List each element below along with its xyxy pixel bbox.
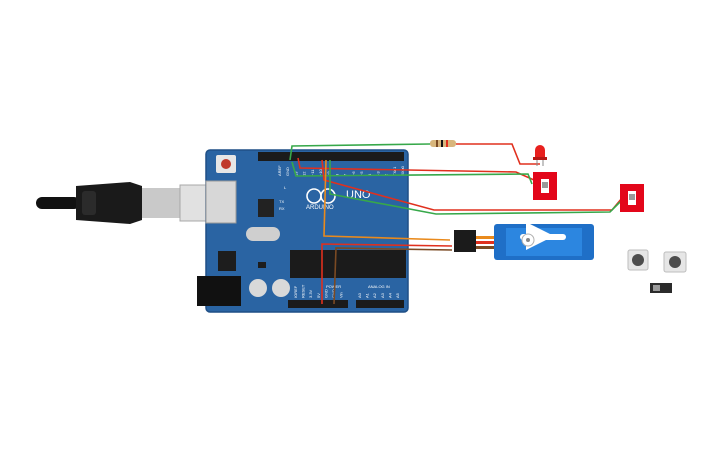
wire-red (456, 143, 540, 165)
wire-green (291, 161, 533, 185)
resistor[interactable] (430, 140, 456, 147)
analog-pin-label: A4 (387, 292, 392, 298)
servo-motor[interactable] (454, 222, 594, 260)
usb-port (205, 180, 237, 224)
analog-section-label: ANALOG IN (368, 284, 390, 289)
wire-orange (323, 159, 451, 241)
wire-green (329, 160, 621, 215)
digital-pin-label: AREF (277, 165, 282, 176)
slide-switch-3[interactable] (650, 283, 672, 293)
servo-connector (454, 230, 476, 252)
led-rx-label: RX (279, 206, 285, 211)
microcontroller-chip (290, 250, 406, 278)
power-header (288, 300, 348, 308)
digital-pin-label: 7 (343, 173, 348, 176)
brand-label: ARDUINO (306, 205, 334, 211)
digital-pin-label: TX▸1 (392, 166, 397, 176)
power-section-label: POWER (326, 284, 341, 289)
wires (289, 143, 623, 305)
digital-pin-label: 8 (334, 173, 339, 176)
digital-pin-label: 4 (367, 173, 372, 176)
led-l-label: L (284, 185, 287, 190)
power-pin-label: 5V (316, 293, 321, 298)
led-icon (535, 145, 545, 158)
analog-pin-label: A2 (372, 292, 377, 298)
power-pin-label: GND (331, 289, 336, 298)
led[interactable] (533, 145, 547, 166)
power-pin-label: IOREF (293, 285, 298, 298)
led-tx-label: TX (279, 199, 284, 204)
usb-chip (258, 199, 274, 217)
capacitor (272, 279, 290, 297)
power-pin-label: GND (323, 289, 328, 298)
analog-pin-label: A1 (365, 292, 370, 298)
digital-pin-label: ~9 (326, 171, 331, 176)
slide-switch-icon (650, 283, 672, 293)
analog-pin-label: A0 (357, 292, 362, 298)
wire-green (289, 143, 431, 161)
arduino-board[interactable]: ARDUINO UNO L TX RX POWER ANALOG IN AREF… (197, 149, 409, 313)
digital-pin-label: ~5 (359, 171, 364, 176)
wire-brown (333, 247, 453, 305)
slide-switch-2[interactable] (620, 184, 644, 212)
power-pin-label: 3.3V (308, 289, 313, 298)
crystal (246, 227, 280, 241)
power-pin-label: RESET (301, 284, 306, 298)
regulator (218, 251, 236, 271)
digital-header (258, 152, 404, 161)
analog-pin-label: A5 (395, 292, 400, 298)
reset-button-icon (221, 159, 231, 169)
digital-pin-label: ~6 (351, 171, 356, 176)
analog-header (356, 300, 404, 308)
analog-pin-label: A3 (380, 292, 385, 298)
digital-pin-label: 12 (302, 171, 307, 176)
power-pin-label: Vin (339, 292, 344, 298)
pushbutton-2[interactable] (663, 251, 687, 273)
digital-pin-label: ~3 (375, 171, 380, 176)
power-jack (197, 276, 241, 306)
digital-pin-label: GND (285, 167, 290, 176)
slide-switch-1[interactable] (533, 172, 557, 200)
pushbutton-1[interactable] (627, 249, 649, 271)
digital-pin-label: RX◂0 (400, 165, 405, 176)
digital-pin-label: ~11 (310, 169, 315, 176)
digital-pin-label: ~10 (318, 168, 323, 176)
wire-red (297, 157, 535, 181)
wire-red (321, 243, 453, 304)
capacitor (249, 279, 267, 297)
